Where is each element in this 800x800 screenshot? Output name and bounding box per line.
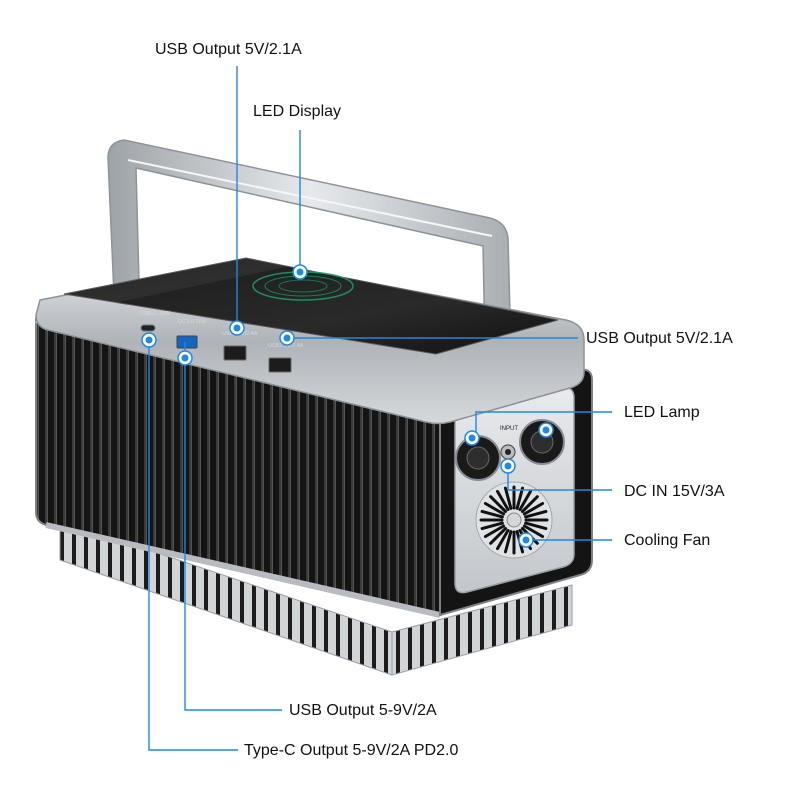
fan-grille-slot [489,526,508,545]
callout-dc-in: DC IN 15V/3A [624,483,725,500]
fan-grille-slot [489,495,508,514]
fan-grille-slot [496,489,510,512]
fan-grille-slot [524,521,548,531]
top-glass-panel [63,257,559,355]
callout-dot-usb-right [279,330,295,346]
callout-leaders [148,66,612,751]
usb2-port-label: USB2 5V/2.4A [268,343,304,349]
callout-cooling-fan: Cooling Fan [624,532,710,549]
callout-dot-led-display [292,264,308,280]
callout-usb-top: USB Output 5V/2.1A [155,41,302,58]
fan-grille-slot [518,489,532,512]
callout-labels: USB Output 5V/2.1A LED Display USB Outpu… [155,41,733,759]
qc-port-label: QC3.0 18W [178,319,208,325]
fan-grille-slot [520,495,539,514]
callout-dot-led-lamp-2 [538,422,554,438]
callout-usb-qc: USB Output 5-9V/2A [289,702,437,719]
callout-dots [141,264,554,548]
fan-grille-slot [524,509,548,519]
cooling-fan-icon [475,481,553,559]
fan-grille-slot [480,509,504,519]
port-strip: USB-C 18W QC3.0 18W USB1 5V/2.4A USB2 5V… [140,311,304,373]
callout-dot-usb-qc [177,350,193,366]
fan-grille-slot [515,486,525,510]
fan-grille-slot [503,530,513,554]
usb2-port-icon [268,357,292,373]
fan-hub [506,512,522,528]
callout-led-lamp: LED Lamp [624,404,700,421]
callout-dot-usb-top [229,320,245,336]
callout-type-c: Type-C Output 5-9V/2A PD2.0 [244,742,458,759]
dc-input-jack-icon [500,444,516,460]
input-label: INPUT [500,426,518,432]
fan-grille-slot [480,521,504,531]
callout-dot-dc-in [500,458,516,474]
base-frame [59,519,573,676]
fan-grille-slot [483,524,506,538]
callout-dot-led-lamp [464,430,480,446]
callout-dot-type-c [141,332,157,348]
fan-grille-slot [522,502,545,516]
led-lamp-left-icon [455,435,501,481]
usb1-port-icon [223,345,247,361]
fan-grille-slot [522,524,545,538]
callout-usb-right: USB Output 5V/2.1A [586,330,733,347]
fan-grille-slot [503,486,513,510]
qc-usb-port-icon [176,335,198,349]
callout-led-display: LED Display [253,103,341,120]
usb-c-port-icon [140,324,156,332]
fan-grille-slot [483,502,506,516]
fan-grille-slot [496,528,510,551]
callout-dot-cooling-fan [518,532,534,548]
usb-c-port-label: USB-C 18W [140,311,171,317]
